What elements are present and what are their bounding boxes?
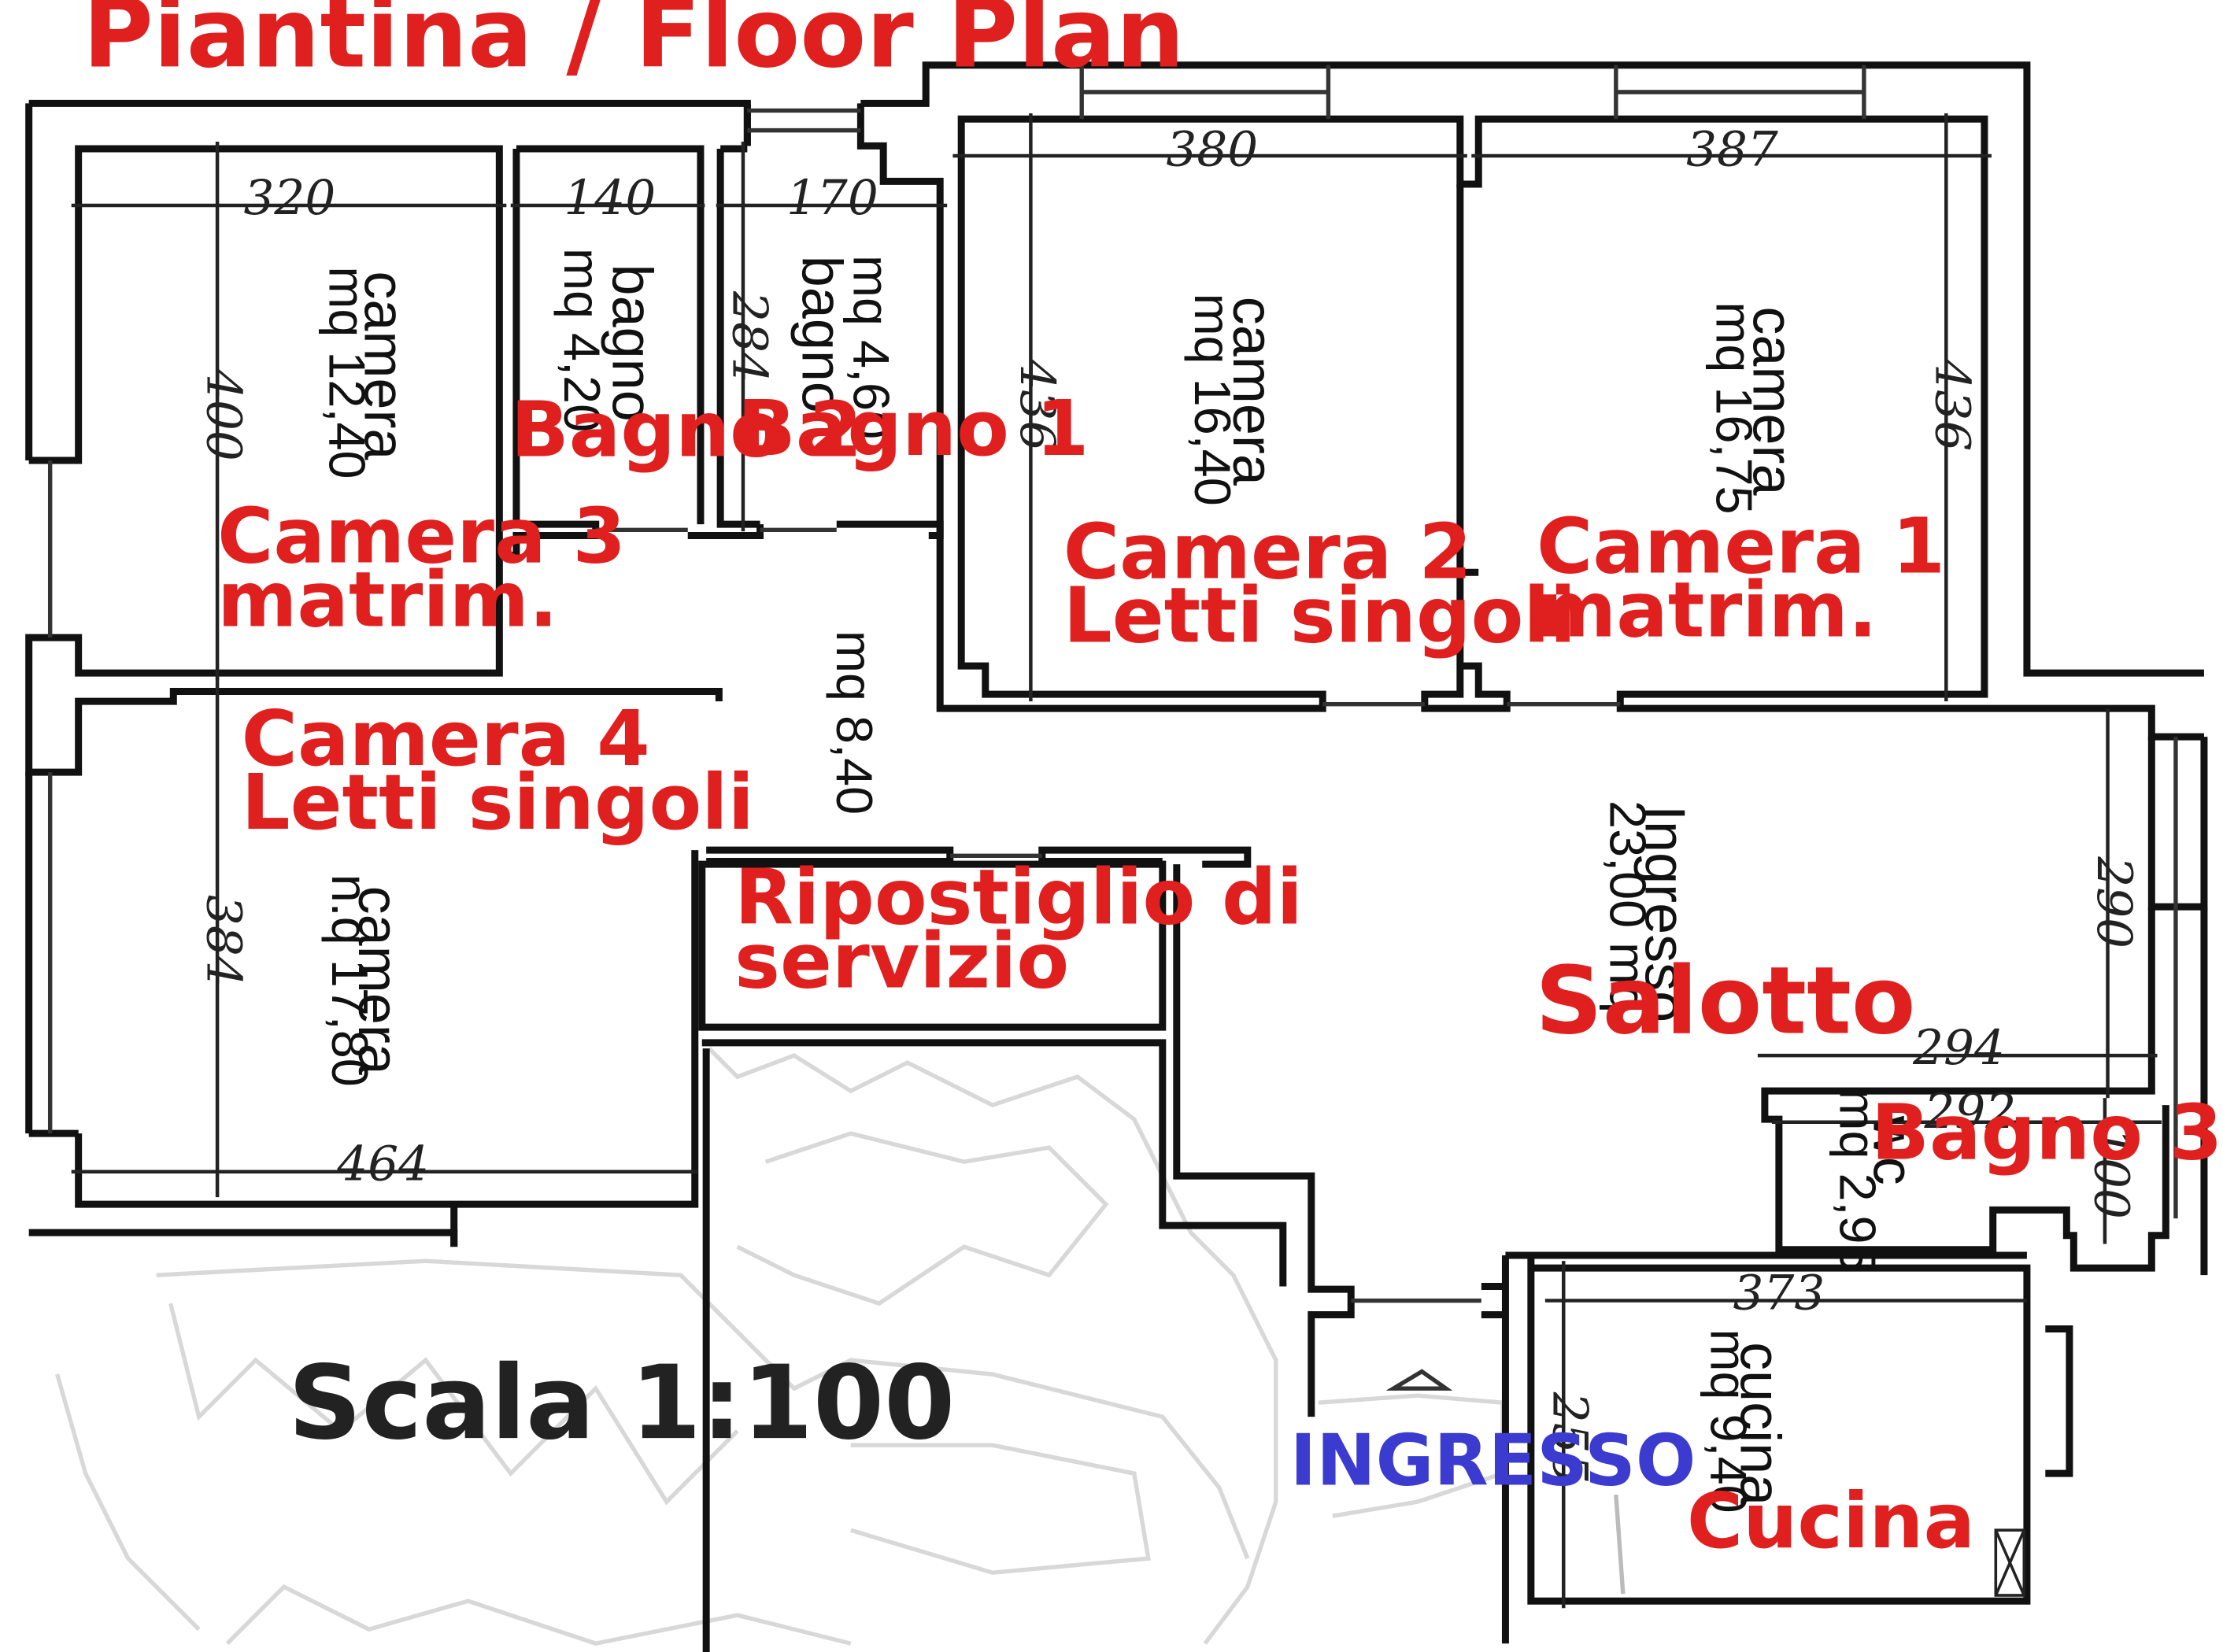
dim-bagno2-width: 140 bbox=[564, 170, 656, 226]
cucina-label: Cucina bbox=[1687, 1476, 1975, 1565]
camera2-label-1: Camera 2 bbox=[1063, 507, 1472, 596]
camera2-area: mq 16,40 bbox=[1184, 294, 1241, 506]
camera1-label-1: Camera 1 bbox=[1537, 501, 1945, 590]
dim-salotto-depth: 290 bbox=[2086, 856, 2142, 948]
camera4-area: n.q 17,80 bbox=[321, 874, 379, 1087]
camera4-label-2: Letti singoli bbox=[242, 758, 754, 847]
dim-cucina-depth: 255 bbox=[1542, 1391, 1598, 1484]
camera4-label-1: Camera 4 bbox=[242, 694, 650, 783]
dim-camera2-width: 380 bbox=[1166, 122, 1258, 178]
bagno3-area: mq 2,95 bbox=[1829, 1088, 1886, 1272]
room-labels: Piantina / Floor Plan Camera 3 matrim. B… bbox=[83, 0, 2222, 1565]
dim-camera4-depth: 384 bbox=[195, 895, 251, 987]
bagno3-type: wc bbox=[1861, 1115, 1924, 1185]
scale-label: Scala 1:100 bbox=[288, 1343, 955, 1462]
dim-salotto-width: 294 bbox=[1912, 1020, 2005, 1076]
camera3-type: camera bbox=[352, 271, 415, 460]
dimension-labels: 320 140 170 380 387 464 294 292 373 400 … bbox=[195, 122, 2141, 1484]
bagno1-label: Bagno 1 bbox=[738, 384, 1089, 473]
dim-camera1-width: 387 bbox=[1686, 122, 1778, 178]
dim-camera1-depth: 436 bbox=[1925, 358, 1981, 451]
dim-cucina-width: 373 bbox=[1733, 1265, 1825, 1321]
camera2-label-2: Letti singoli bbox=[1063, 571, 1576, 660]
bagno1-area: mq 4,60 bbox=[842, 255, 900, 439]
walls bbox=[25, 61, 2208, 1652]
bagno2-label: Bagno 2 bbox=[511, 386, 863, 475]
camera4-type: camera bbox=[346, 886, 409, 1076]
camera3-label-2: matrim. bbox=[217, 556, 558, 645]
camera3-area: mq 12,40 bbox=[318, 266, 375, 479]
corridoio-area: mq 8,40 bbox=[826, 630, 883, 815]
erased-area bbox=[55, 1047, 1505, 1646]
ripostiglio-label-2: servizio bbox=[734, 917, 1069, 1006]
dim-bagno1-width: 170 bbox=[786, 170, 878, 226]
cucina-type: cucina bbox=[1728, 1342, 1791, 1506]
dimension-lines bbox=[71, 113, 2162, 1609]
salotto-label: Salotto bbox=[1535, 947, 1915, 1055]
dim-camera3-width: 320 bbox=[244, 170, 336, 226]
salotto-type: Ingresso bbox=[1633, 805, 1696, 1022]
dim-bagno3-width: 292 bbox=[1924, 1084, 2017, 1140]
cucina-area: mq 9,40 bbox=[1700, 1329, 1757, 1513]
camera1-area: mq 16,75 bbox=[1706, 301, 1763, 514]
dim-bagno1-depth: 284 bbox=[721, 290, 777, 383]
bagno3-label: Bagno 3 bbox=[1871, 1088, 2223, 1177]
bagno2-area: mq 4,20 bbox=[553, 248, 611, 432]
bagno1-type: bagno bbox=[790, 256, 853, 413]
dim-camera2-depth: 436 bbox=[1009, 358, 1065, 451]
room-info: camera mq 12,40 bagno mq 4,20 mq 4,60 ba… bbox=[318, 248, 1924, 1513]
ripostiglio-label-1: Ripostiglio di bbox=[734, 853, 1303, 942]
camera3-label-1: Camera 3 bbox=[217, 492, 626, 581]
camera1-type: camera bbox=[1740, 306, 1803, 496]
salotto-area: 23,00 mq bbox=[1600, 800, 1657, 1013]
camera2-type: camera bbox=[1221, 297, 1284, 486]
kitchen-fixtures bbox=[1614, 1494, 2026, 1597]
dim-camera4-width: 464 bbox=[336, 1136, 429, 1192]
camera1-label-2: matrim. bbox=[1537, 565, 1877, 654]
page-title: Piantina / Floor Plan bbox=[83, 0, 1185, 90]
bagno2-type: bagno bbox=[600, 264, 663, 422]
entrance-label: INGRESSO bbox=[1290, 1420, 1696, 1502]
dim-camera3-depth: 400 bbox=[195, 368, 251, 461]
dim-bagno3-depth: 100 bbox=[2083, 1127, 2139, 1219]
